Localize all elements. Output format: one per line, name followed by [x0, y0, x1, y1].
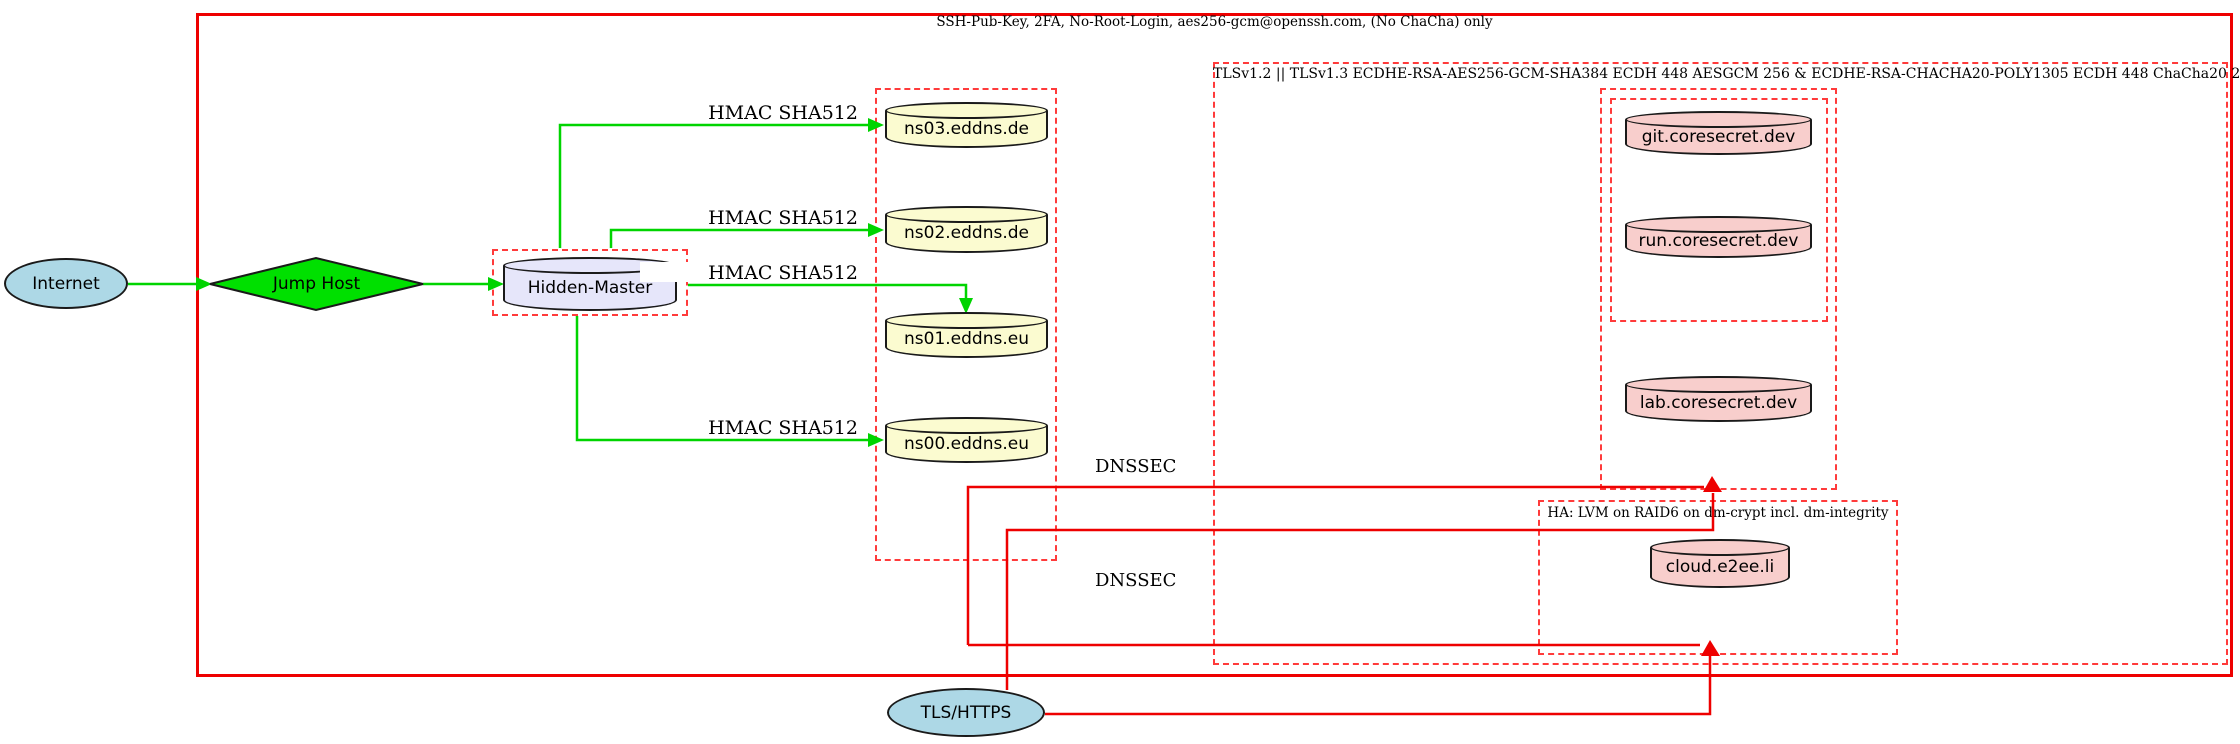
cluster-nameservers-box: [875, 88, 1057, 561]
node-run-coresecret: run.coresecret.dev: [1625, 216, 1812, 258]
edge-tlshttps-ha: [1045, 656, 1712, 716]
arrowhead-jumphost-hiddenmaster: [488, 277, 504, 291]
edge-label-dnssec-1: DNSSEC: [1095, 456, 1190, 480]
node-lab-coresecret: lab.coresecret.dev: [1625, 376, 1812, 422]
arrowhead-hiddenmaster-ns02: [868, 223, 884, 237]
cluster-tls-box: [1213, 62, 2228, 665]
node-cloud-e2ee: cloud.e2ee.li: [1650, 539, 1790, 588]
arrowhead-hiddenmaster-ns01: [959, 298, 973, 314]
arrowhead-hiddenmaster-ns00: [868, 433, 884, 447]
node-lab-label: lab.coresecret.dev: [1639, 392, 1798, 413]
node-internet-label: Internet: [32, 273, 100, 294]
node-ns00-label: ns00.eddns.eu: [904, 433, 1029, 454]
arrowhead-into-coresecret: [1703, 476, 1722, 492]
edge-label-hmac-sha512-2: HMAC SHA512: [640, 207, 858, 229]
node-hidden-master-label: Hidden-Master: [527, 277, 653, 298]
node-ns03: ns03.eddns.de: [885, 102, 1048, 148]
node-git-coresecret: git.coresecret.dev: [1625, 111, 1812, 155]
cluster-ssh-label: SSH-Pub-Key, 2FA, No-Root-Login, aes256-…: [936, 14, 1493, 30]
jump-host-diamond-shape: [209, 256, 424, 312]
arrowhead-internet-jumphost: [196, 277, 212, 291]
edge-label-hmac-sha512-3: HMAC SHA512: [640, 262, 858, 284]
node-cloud-label: cloud.e2ee.li: [1665, 557, 1775, 577]
arrowhead-hiddenmaster-ns03: [868, 118, 884, 132]
node-ns03-label: ns03.eddns.de: [904, 118, 1029, 139]
cluster-ssh-box: [196, 13, 2233, 677]
node-tls-https: TLS/HTTPS: [887, 688, 1045, 737]
edge-hiddenmaster-ns01: [688, 283, 968, 298]
arrowhead-into-ha: [1701, 640, 1720, 656]
node-ns02: ns02.eddns.de: [885, 206, 1048, 253]
cluster-tls-label: TLSv1.2 || TLSv1.3 ECDHE-RSA-AES256-GCM-…: [1213, 66, 2240, 82]
cluster-ha-label: HA: LVM on RAID6 on dm-crypt incl. dm-in…: [1547, 505, 1889, 521]
node-tls-https-label: TLS/HTTPS: [920, 702, 1012, 723]
node-ns01-label: ns01.eddns.eu: [904, 328, 1029, 349]
cluster-coresecret-inner-box: [1610, 98, 1828, 322]
node-run-label: run.coresecret.dev: [1638, 230, 1799, 251]
edge-hiddenmaster-ns03: [558, 123, 868, 248]
edge-label-hmac-sha512-4: HMAC SHA512: [640, 417, 858, 439]
edge-label-dnssec-2: DNSSEC: [1095, 570, 1190, 594]
edge-label-hmac-sha512-1: HMAC SHA512: [640, 102, 858, 124]
node-ns00: ns00.eddns.eu: [885, 417, 1048, 463]
node-ns02-label: ns02.eddns.de: [904, 223, 1029, 243]
node-jump-host-label: Jump Host: [272, 273, 361, 294]
edge-hiddenmaster-ns02: [609, 228, 868, 248]
edge-tlshttps-coresecret: [1005, 493, 1715, 690]
node-git-label: git.coresecret.dev: [1641, 126, 1796, 147]
node-internet: Internet: [4, 258, 128, 309]
node-ns01: ns01.eddns.eu: [885, 312, 1048, 358]
node-jump-host: [209, 256, 424, 312]
edge-ns-dnssec-coresecret: [966, 485, 1704, 645]
edge-hiddenmaster-ns00: [575, 316, 868, 442]
